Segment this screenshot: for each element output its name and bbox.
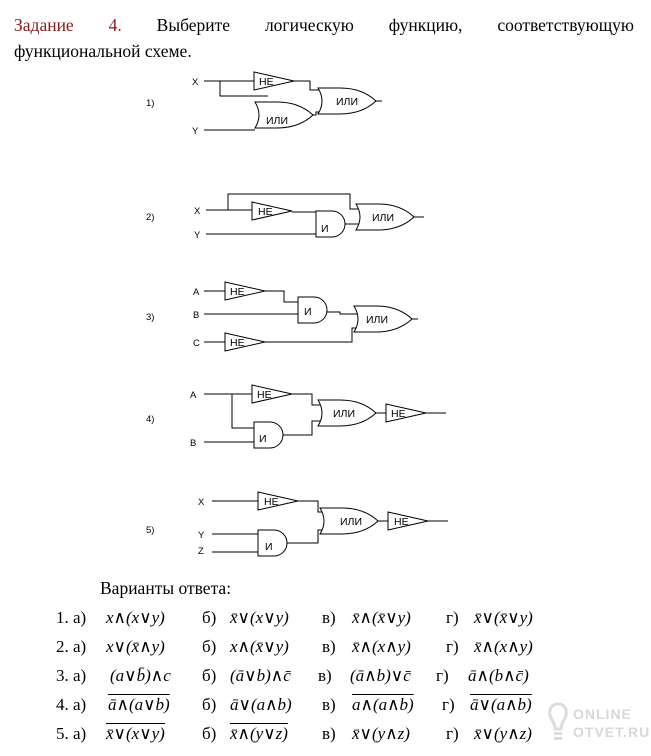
answer-number: 2. а) — [56, 637, 87, 656]
circuit-2: 2) X Y НЕ И ИЛИ — [146, 193, 424, 241]
answer-label-c: в) — [318, 666, 332, 685]
answer-label-d: г) — [436, 666, 449, 685]
task-statement: Задание 4. Выберите логическую функцию, … — [14, 12, 634, 64]
gate-label: И — [265, 541, 273, 553]
answer-label-b: б) — [202, 724, 217, 743]
circuit-number: 3) — [146, 312, 154, 323]
task-text-1: Выберите логическую функцию, соответству… — [156, 15, 634, 35]
gate-label: И — [259, 433, 267, 445]
answer-option-a: x∧(x∨y) — [106, 608, 165, 627]
answer-label-b: б) — [202, 637, 217, 656]
answer-label-d: г) — [446, 608, 459, 627]
circuit-4: 4) A B НЕ И ИЛИ НЕ — [146, 384, 446, 449]
gate-label: НЕ — [264, 496, 279, 508]
answer-option-a: x̄∨(x∨y) — [106, 724, 165, 743]
input-label: X — [194, 206, 201, 217]
answer-option-d: ā∧(b∧c̄) — [468, 666, 529, 685]
watermark-line-2: OTVET.RU — [573, 724, 651, 740]
and-gate — [297, 296, 328, 324]
watermark: ONLINE OTVET.RU — [545, 694, 649, 750]
gate-label: НЕ — [394, 516, 409, 528]
answer-option-a: x∨(x̄∧y) — [106, 637, 165, 656]
answer-option-d: x̄∧(x∧y) — [474, 637, 533, 656]
gate-label: НЕ — [259, 76, 274, 88]
answer-label-d: г) — [442, 695, 455, 714]
input-label: B — [190, 438, 196, 449]
answer-number: 1. а) — [56, 608, 87, 627]
task-label: Задание 4. — [14, 15, 122, 35]
input-label: Y — [194, 230, 201, 241]
gate-label: НЕ — [257, 389, 272, 401]
gate-label: НЕ — [258, 206, 273, 218]
gate-label: ИЛИ — [372, 212, 394, 224]
answer-number: 4. а) — [56, 695, 87, 714]
answer-option-a: (a∨b̄)∧c — [110, 666, 171, 685]
answer-number: 3. а) — [56, 666, 87, 685]
answer-number: 5. а) — [56, 724, 87, 743]
gate-label: ИЛИ — [366, 314, 388, 326]
input-label: A — [193, 287, 200, 298]
circuit-number: 1) — [146, 98, 154, 109]
watermark-logo-icon — [548, 702, 568, 740]
input-label: X — [192, 77, 199, 88]
answer-option-b: (ā∨b)∧c̄ — [230, 666, 291, 685]
answer-label-c: в) — [322, 695, 336, 714]
input-label: Y — [198, 530, 205, 541]
answer-option-b: x̄∧(y∨z) — [230, 724, 288, 743]
circuit-number: 4) — [146, 414, 154, 425]
answer-label-c: в) — [322, 608, 336, 627]
circuit-1: 1) X Y НЕ ИЛИ ИЛИ — [146, 71, 382, 137]
answer-option-c: a∧(a∧b) — [352, 695, 414, 714]
task-line-1: Задание 4. Выберите логическую функцию, … — [14, 12, 634, 38]
input-label: Z — [198, 546, 204, 557]
gate-label: НЕ — [230, 337, 245, 349]
input-label: X — [198, 497, 205, 508]
circuit-5: 5) X Y Z НЕ И ИЛИ НЕ — [146, 491, 448, 557]
circuit-number: 5) — [146, 525, 154, 536]
answer-option-c: x̄∧(x̄∨y) — [352, 608, 411, 627]
input-label: C — [193, 338, 200, 349]
gate-label: ИЛИ — [336, 96, 358, 108]
answer-option-c: (ā∧b)∨c̄ — [350, 666, 411, 685]
task-line-2: функциональной схеме. — [14, 41, 192, 61]
answer-label-b: б) — [202, 666, 217, 685]
watermark-line-1: ONLINE — [573, 706, 632, 722]
answer-option-d: ā∨(a∧b) — [470, 695, 532, 714]
answer-option-c: x̄∨(y∧z) — [352, 724, 410, 743]
answer-label-b: б) — [202, 608, 217, 627]
circuit-diagrams: 1) X Y НЕ ИЛИ ИЛИ 2) X Y НЕ И ИЛИ 3) A B… — [146, 71, 448, 557]
answer-option-b: x̄∨(x∨y) — [230, 608, 289, 627]
answer-option-c: x̄∧(x∧y) — [352, 637, 411, 656]
gate-label: И — [321, 223, 329, 235]
gate-label: ИЛИ — [340, 516, 362, 528]
answer-label-c: в) — [322, 724, 336, 743]
gate-label: НЕ — [391, 408, 406, 420]
answer-label-b: б) — [202, 695, 217, 714]
gate-label: НЕ — [230, 286, 245, 298]
answer-option-a: ā∧(a∨b) — [108, 695, 170, 714]
answer-option-d: x̄∨(x̄∨y) — [474, 608, 533, 627]
input-label: A — [190, 390, 197, 401]
circuit-3: 3) A B C НЕ НЕ И ИЛИ — [146, 281, 418, 352]
answer-label-c: в) — [322, 637, 336, 656]
gate-label: ИЛИ — [333, 408, 355, 420]
answer-option-d: x̄∨(y∧z) — [474, 724, 532, 743]
gate-label: И — [304, 306, 312, 318]
answer-label-d: г) — [446, 637, 459, 656]
answer-option-b: ā∨(a∧b) — [230, 695, 292, 714]
gate-label: ИЛИ — [266, 115, 288, 127]
answers-title: Варианты ответа: — [100, 578, 232, 598]
circuit-number: 2) — [146, 212, 154, 223]
answer-label-d: г) — [446, 724, 459, 743]
answer-option-b: x∧(x̄∨y) — [230, 637, 289, 656]
input-label: Y — [192, 126, 199, 137]
input-label: B — [193, 310, 199, 321]
